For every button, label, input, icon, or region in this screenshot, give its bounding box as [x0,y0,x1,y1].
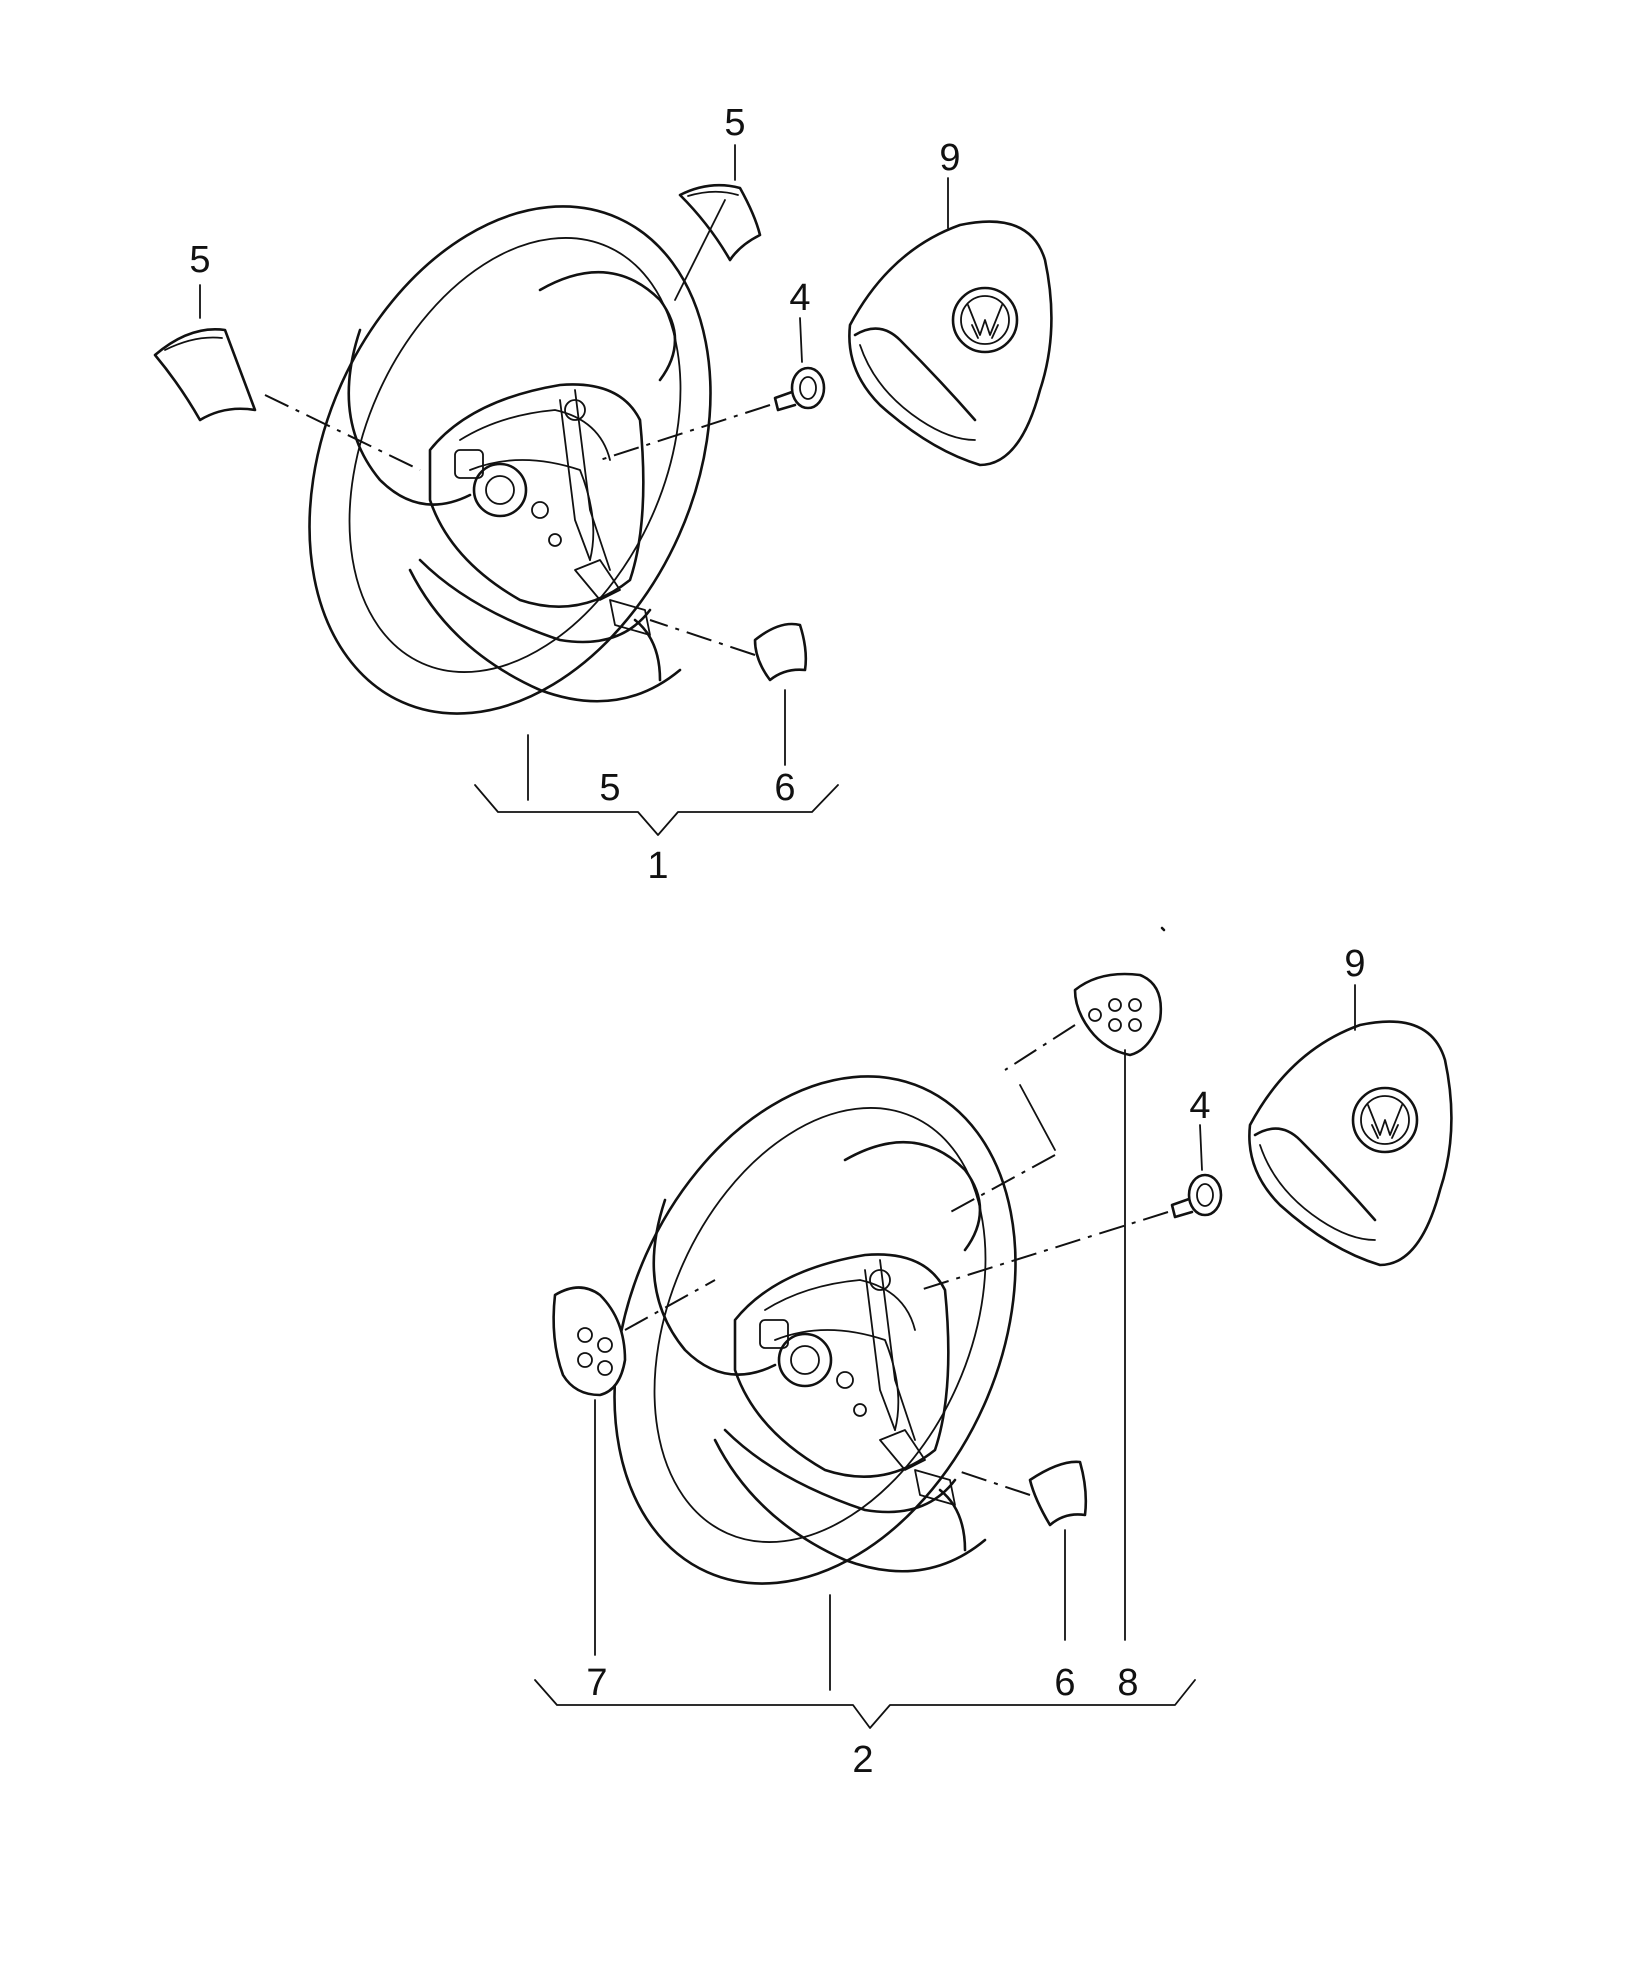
axis-bolt-2 [919,1211,1169,1291]
callout-pad-top-1: 5 [724,102,745,144]
stray-dot [1160,926,1166,932]
steering-wheel-assembly-2: 9 4 7 6 8 2 [534,926,1453,1781]
callout-pad-left-1: 5 [189,239,210,281]
leader-bolt-2 [1199,1124,1203,1171]
callout-bolt-1: 4 [789,277,810,319]
axis-switch-right-2a [1004,1024,1076,1071]
callout-bracket-left-1: 5 [599,767,620,809]
callout-bracket-right-1: 6 [774,767,795,809]
trim-cap-1 [753,622,808,682]
callout-assembly-1: 1 [647,845,668,887]
steering-wheel-assembly-1: 5 5 4 [153,102,1053,887]
airbag-module-2 [1248,1020,1453,1267]
trim-cap-2 [1028,1460,1088,1527]
multifunction-switch-right-2 [1073,972,1163,1057]
axis-bolt-1 [599,404,771,461]
callout-assembly-2: 2 [852,1739,873,1781]
callout-airbag-2: 9 [1344,943,1365,985]
axis-cap-2 [954,1469,1031,1496]
vw-logo-icon [1351,1086,1419,1154]
bolt-2 [1170,1173,1223,1219]
airbag-module-1 [848,220,1053,467]
callout-switch-left-2: 7 [586,1662,607,1704]
steering-wheel-rim-2 [613,1075,1017,1585]
trim-pad-left-1 [153,328,257,422]
leader-bolt-1 [799,317,803,363]
leader-pad-top-1b [674,199,726,301]
axis-switch-left-2 [624,1279,716,1331]
axis-cap-1 [649,619,756,656]
callout-bolt-2: 4 [1189,1085,1210,1127]
callout-airbag-1: 9 [939,137,960,179]
vw-logo-icon [951,286,1019,354]
callout-cap-2: 6 [1054,1662,1075,1704]
trim-pad-top-1 [678,183,762,262]
callout-bracket-right-2: 8 [1117,1662,1138,1704]
bracket-2 [534,1679,1196,1729]
leader-switch-right-2b [1019,1084,1056,1151]
axis-pad-left-1 [264,394,421,471]
bracket-1 [474,784,839,836]
steering-wheel-rim-1 [308,205,712,715]
multifunction-switch-left-2 [552,1286,627,1397]
bolt-1 [773,366,826,412]
axis-switch-right-2c [944,1154,1056,1216]
